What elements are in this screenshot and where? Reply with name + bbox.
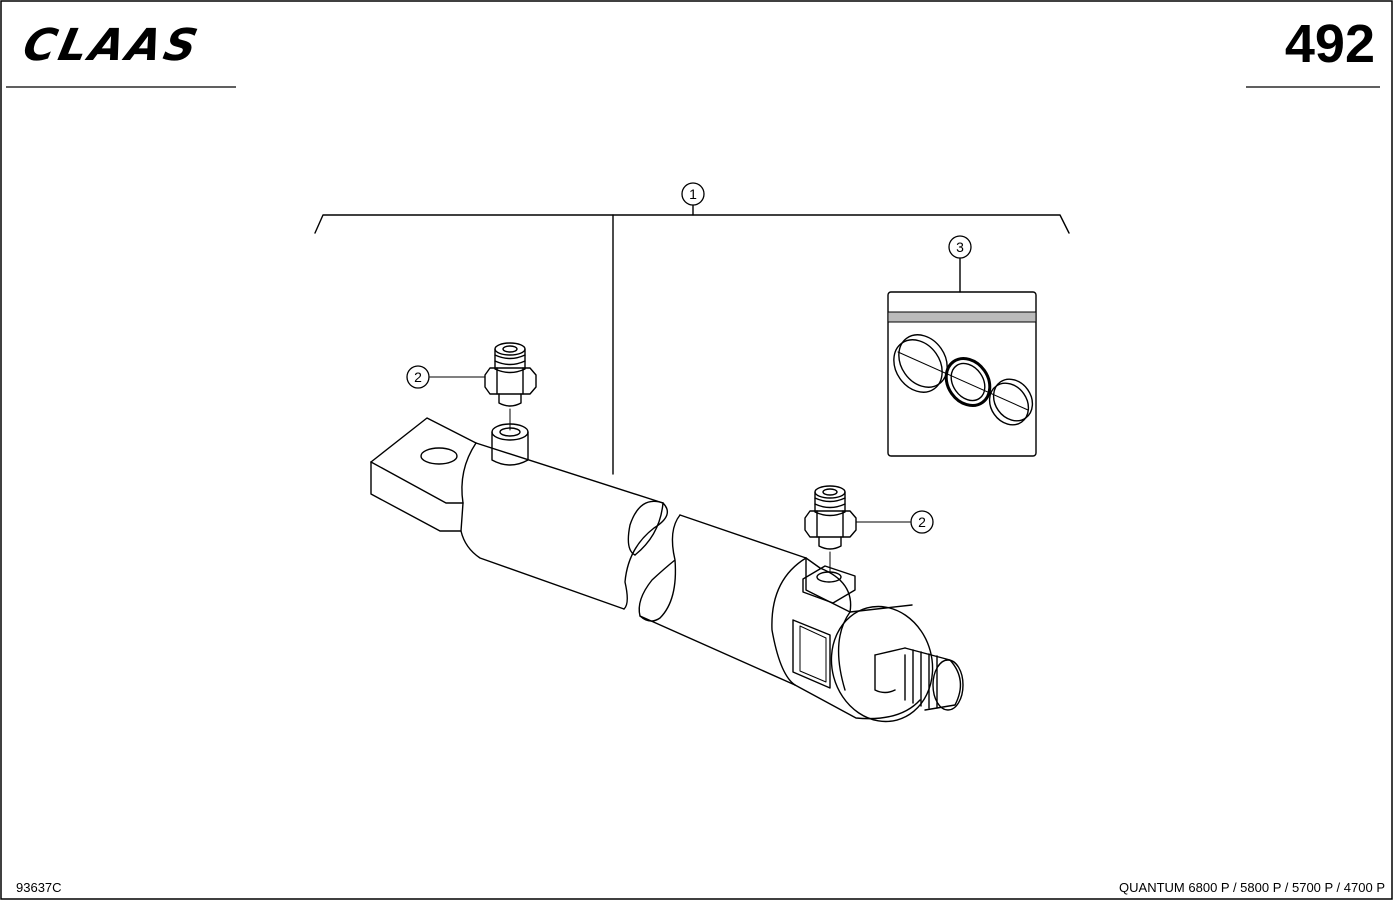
callout-2-left-label: 2 — [414, 369, 422, 385]
page-number: 492 — [1284, 14, 1375, 74]
callout-2-right: 2 — [910, 510, 934, 534]
callout-2-right-label: 2 — [918, 514, 926, 530]
seal-ring-oring — [944, 357, 992, 407]
cylinder-barrel-clevis-end — [370, 417, 669, 610]
hydraulic-fitting-left — [484, 342, 537, 431]
model-list: QUANTUM 6800 P / 5800 P / 5700 P / 4700 … — [1119, 880, 1385, 895]
callout-2-left: 2 — [406, 365, 430, 389]
cylinder-barrel-rod-end — [638, 514, 964, 723]
seal-ring-small — [988, 378, 1034, 426]
seal-ring-large — [893, 334, 948, 393]
callout-1-label: 1 — [689, 186, 697, 202]
brand-logo: CLAAS — [18, 20, 205, 71]
callout-3-label: 3 — [956, 239, 964, 255]
seal-kit-package — [887, 257, 1037, 457]
drawing-code: 93637C — [16, 880, 62, 895]
hydraulic-fitting-right — [804, 485, 857, 573]
callout-1: 1 — [681, 182, 705, 206]
assembly-bracket — [314, 203, 1070, 475]
callout-3: 3 — [948, 235, 972, 259]
